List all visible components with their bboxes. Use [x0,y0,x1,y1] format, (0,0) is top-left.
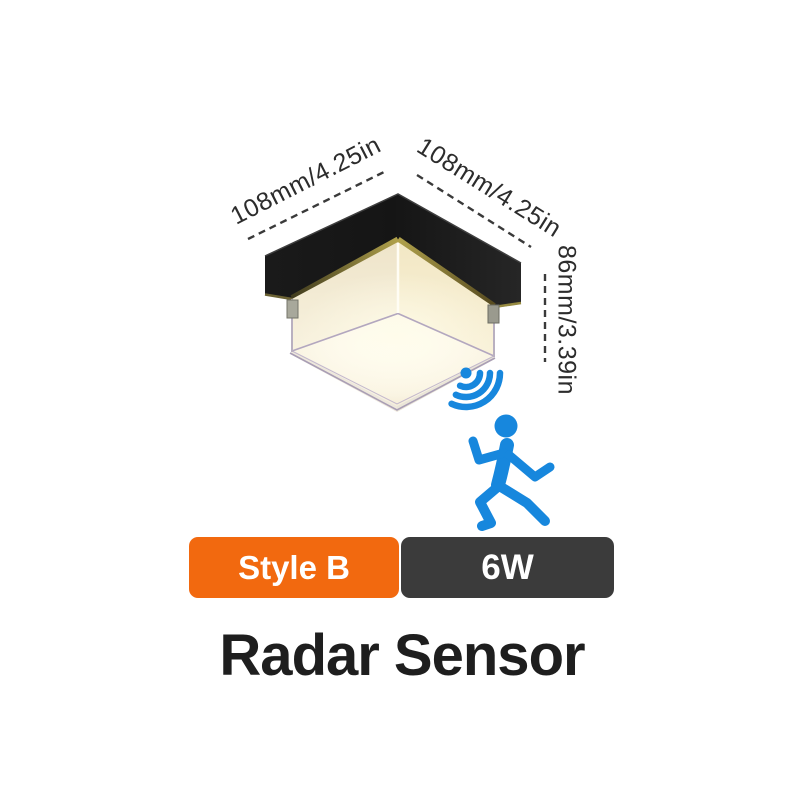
lamp-diffuser [286,242,500,412]
lamp-mount [264,193,522,309]
product-title: Radar Sensor [219,623,585,688]
wattage-badge-label: 6W [481,547,534,587]
style-badge-label: Style B [238,548,350,586]
dimension-lines [247,170,547,362]
mounting-clip-left [286,299,299,319]
dimension-line-width [247,170,385,241]
dimension-label-height: 86mm/3.39in [552,244,581,396]
mounting-clip-right [487,304,500,324]
dimension-line-depth [416,173,532,249]
variant-badges: Style B 6W [189,537,614,598]
style-badge[interactable]: Style B [189,537,399,598]
radar-waves-icon [448,367,504,411]
running-person-icon [468,414,555,531]
wattage-badge[interactable]: 6W [401,537,614,598]
